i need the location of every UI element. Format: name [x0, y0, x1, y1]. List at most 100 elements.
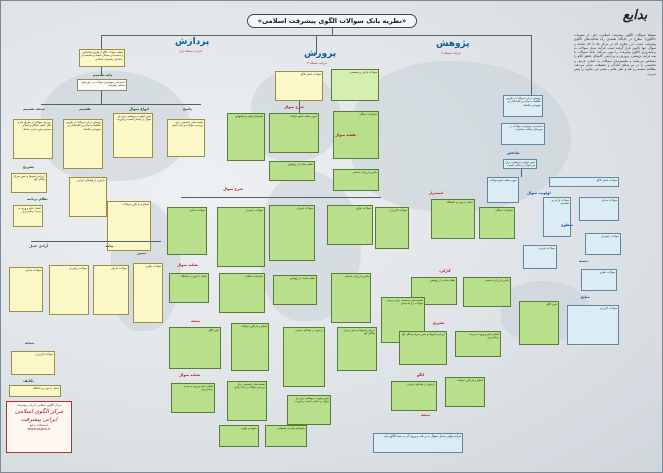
box-left-13: سوالات کاربردی — [11, 351, 55, 375]
box-mid-19: انتشار نتایج و ورود به چرخه برنامه‌ریزی — [171, 383, 215, 413]
site-logo: بدایع — [622, 8, 648, 23]
box-right-14: پایش و ارزیابی مستمر — [463, 277, 511, 307]
box-right-18: انتشار نتایج و ورود به چرخه برنامه‌ریزی — [455, 331, 501, 357]
box-left-3: تعیین اولویت پژوهشی برای هر سوال بر اساس… — [113, 113, 153, 158]
label-explain: تشریح — [23, 165, 35, 169]
box-parvaresh-root: سوالات اصلی الگو — [275, 71, 323, 101]
label-outcome: پیامد — [105, 244, 114, 248]
box-left-5: ارزیابی پاسخ‌ها و تعیین میزان پختگی آنها — [11, 173, 47, 193]
label-group: دسته — [579, 259, 589, 263]
box-left-9: سوالات مبنایی — [9, 267, 43, 312]
box-right-4: سوالات اصلی الگو — [549, 177, 619, 187]
box-right-19: بازخورد از نهادهای اجرایی — [391, 381, 437, 411]
box-mid-23: پاسخ‌های اولیه و پیشنهادی — [265, 425, 307, 447]
box-left-14: تعامل با حوزه و دانشگاه — [9, 385, 61, 397]
label-indicator: شاخص — [507, 151, 520, 155]
column-heading-parvaresh: پرورش — [304, 49, 337, 59]
label-levels: سطوح — [561, 223, 573, 227]
footer-line-1: مرکز الگوی اسلامی ایرانی پیشرفت — [16, 403, 62, 407]
label-question-map: نقشه سوال — [335, 133, 357, 137]
connector — [41, 104, 201, 105]
connector-right — [531, 35, 532, 95]
box-pardazesh-root: تنظیم سوالات الگو از طریق شناسایی و دسته… — [79, 49, 125, 67]
box-right-1: دسته‌بندی موضوعی سوالات در حوزه‌های مختل… — [501, 123, 545, 145]
box-mid-10: سوالات کاربردی — [375, 207, 409, 249]
box-right-2: تعیین اولویت پژوهشی برای هر سوال بر اساس… — [503, 159, 537, 169]
footer-line-2: اندیشکده بدایع — [29, 422, 49, 427]
box-mid-4: نظام حمایت از پژوهش — [269, 161, 315, 181]
box-right-10: سوالات کاربردی — [567, 305, 619, 345]
label-clarify: تبیین — [137, 251, 146, 255]
label-model: الگو — [417, 373, 424, 377]
box-left-12: سوالات نظری — [133, 263, 163, 323]
box-left-10: سوالات راهبردی — [49, 265, 89, 315]
label-base-decision: پایه تصمیم — [93, 73, 113, 77]
label-function: کارکرد — [439, 269, 451, 273]
footer-website[interactable]: www.olgou.ir — [27, 426, 51, 431]
page-title: «نظریه بانک سوالات الگوی پیشرفت اسلامی» — [247, 14, 417, 28]
connector — [299, 101, 300, 113]
connector-title — [332, 28, 333, 36]
box-mid-5: پایش و ارزیابی مستمر — [333, 169, 379, 191]
box-left-2: پژوهش درباره سوالات از طریق مطالعات میدا… — [63, 119, 103, 169]
footer-org-name: مرکز الگوی اسلامی ایرانی پیشرفت — [15, 408, 63, 423]
label-sources: منابع — [581, 295, 590, 299]
label-result-right: نتیجه — [421, 413, 431, 417]
box-mid-1: پاسخ‌های اولیه و پیشنهادی — [227, 113, 265, 161]
box-mid-15: تبیین الگو — [169, 327, 221, 369]
box-mid-18: ارزیابی پاسخ‌ها و تعیین میزان پختگی آنها — [337, 327, 377, 371]
box-pazhuhesh-root: پژوهش درباره سوالات از طریق مطالعات میدا… — [503, 95, 543, 117]
label-result-mid: نتیجه — [191, 319, 201, 323]
label-duty: تکلیف — [23, 379, 34, 383]
connector-middle — [316, 35, 317, 55]
box-mid-3: مشارکت نخبگان — [333, 111, 379, 159]
box-right-8: سوالات اجرایی — [523, 245, 557, 269]
connector — [181, 197, 381, 198]
label-question-index-2: نشانه سوال — [179, 373, 201, 377]
box-mid-14: پایش و ارزیابی مستمر — [331, 273, 371, 323]
box-right-6: سوالات مبنایی — [579, 197, 619, 221]
box-mid-13: نظام حمایت از پژوهش — [273, 275, 317, 305]
box-right-7: سوالات راهبردی — [585, 233, 621, 255]
box-mid-21: تعیین اولویت پژوهشی برای هر سوال بر اساس… — [287, 395, 331, 425]
box-mid-2: تدوین نقشه جامع سوالات — [269, 113, 319, 153]
box-mid-17: بازخورد از نهادهای اجرایی — [283, 327, 325, 387]
box-mid-16: اصلاح و بازنگری سوالات — [231, 323, 269, 371]
box-right-9: سوالات نظری — [581, 269, 617, 291]
label-program-system: نظام برنامه — [27, 197, 48, 201]
box-right-3: تدوین نقشه جامع سوالات — [487, 177, 519, 203]
label-decision-result: نتیجه تصمیم — [23, 107, 45, 111]
box-mid-12: مشارکت نخبگان — [219, 273, 265, 313]
box-right-15: تبیین الگو — [519, 301, 559, 345]
label-question-index: نشانه سوال — [177, 263, 199, 267]
box-right-17: ارزیابی پاسخ‌ها و تعیین میزان پختگی آنها — [399, 331, 447, 365]
box-mid-11: تعامل با حوزه و دانشگاه — [169, 273, 209, 303]
label-question-description: شرح سوال — [284, 105, 304, 109]
box-left-8: اصلاح و بازنگری سوالات — [107, 201, 151, 251]
box-left-6: انتشار نتایج و ورود به چرخه برنامه‌ریزی — [13, 205, 43, 227]
box-left-7: بازخورد از نهادهای اجرایی — [69, 177, 107, 217]
column-subtitle-pardazesh: فرایند مسئله اول — [179, 49, 202, 53]
box-mid-20: نشست‌های تخصصی برای بررسی سوالات و ارائه… — [227, 381, 267, 421]
label-type: انواع سوال — [129, 107, 149, 111]
box-question-categories: دسته‌بندی موضوعی سوالات در حوزه‌های مختل… — [77, 79, 127, 91]
box-mid-9: سوالات نظری — [327, 205, 373, 245]
label-question-description-2: شرح سوال — [223, 187, 243, 191]
box-right-12: مشارکت نخبگان — [479, 207, 515, 239]
box-final: فرایند نهایی تبدیل سوال به برنامه و ورود… — [373, 433, 463, 453]
label-explain-right: تشریح — [433, 321, 445, 325]
box-right-20: اصلاح و بازنگری سوالات — [445, 377, 485, 407]
connector — [101, 67, 102, 75]
box-left-11: سوالات اجرایی — [93, 265, 129, 315]
box-mid-a: سوالات فرعی و تخصصی — [331, 69, 379, 101]
label-result-left: نتیجه — [25, 341, 35, 345]
box-left-1: پرورش سوالات از طریق نقد و نظر علمی نخبگ… — [13, 119, 53, 159]
box-mid-7: سوالات راهبردی — [217, 207, 265, 267]
box-mid-6: سوالات مبنایی — [167, 207, 207, 255]
label-question-priority: اولویت سوال — [527, 191, 551, 195]
connector — [101, 91, 102, 104]
box-mid-22: جمع‌بندی نهایی — [219, 425, 259, 447]
column-heading-pazhuhesh: پژوهش — [436, 39, 470, 49]
box-mid-8: سوالات اجرایی — [269, 205, 315, 261]
